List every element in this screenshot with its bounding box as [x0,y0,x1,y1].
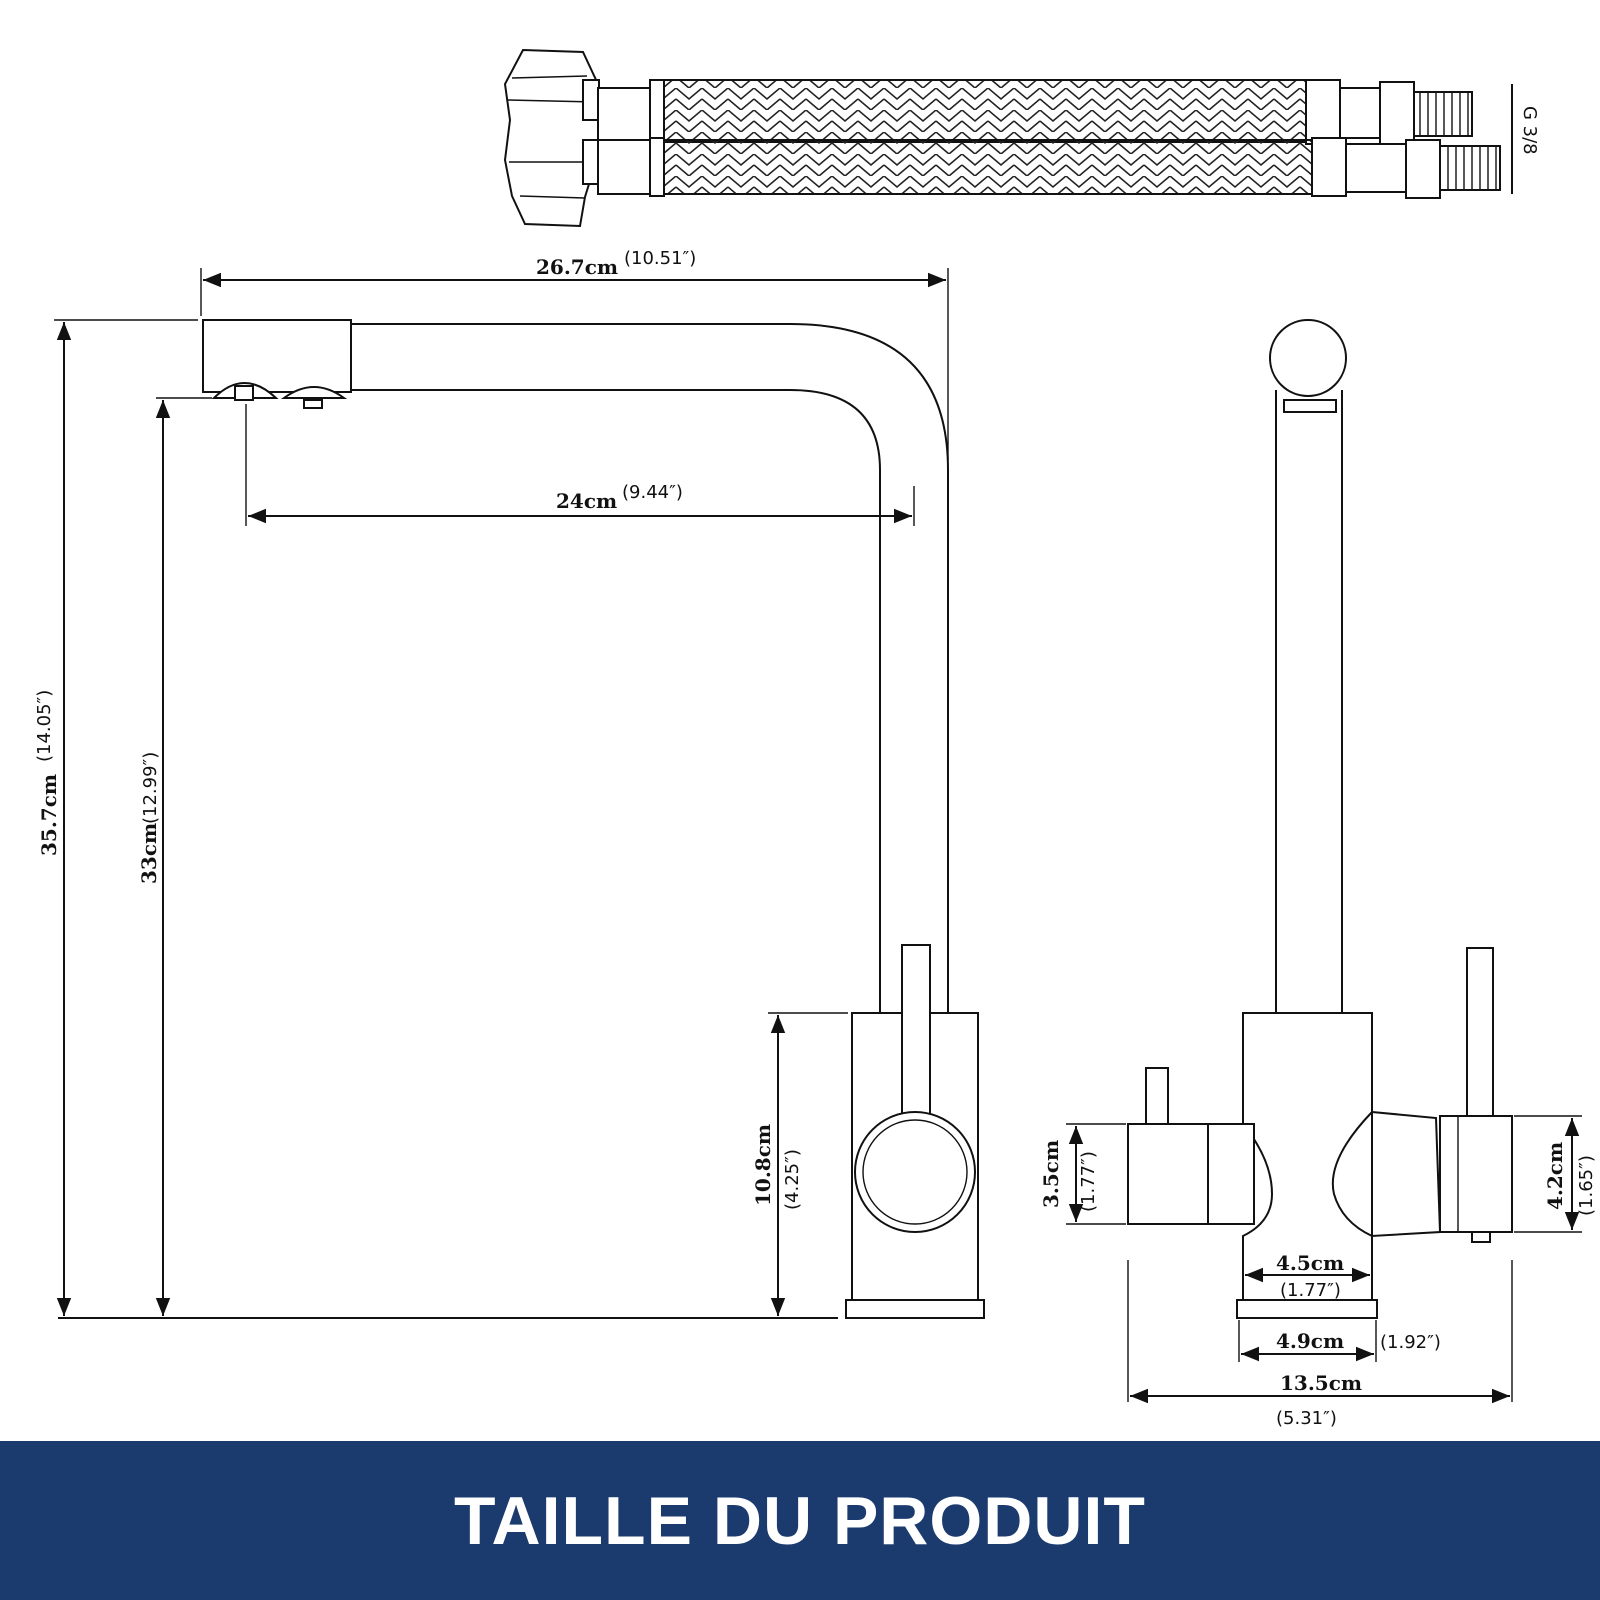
spout-reach-in: (9.44″) [622,482,683,503]
product-size-banner: TAILLE DU PRODUIT [0,1441,1600,1600]
faucet-body-front [1242,1012,1373,1301]
spout-outer-curve [351,323,949,1013]
faucet-dimension-drawing: G 3/8 26.7cm (10.51″) 24cm (9.44″ [34,48,1597,1429]
left-valve-stem [1145,1067,1169,1125]
left-valve-height-cm: 3.5cm [1039,1140,1063,1208]
front-view-dimensions: 3.5cm (1.77″) 4.2cm (1.65″) 4.5cm (1.77″… [1039,1115,1597,1429]
body-height-cm: 10.8cm [751,1124,775,1206]
base-width-in: (1.92″) [1380,1332,1441,1353]
lever-handle-side [901,944,931,1116]
hose-hex-nut [503,48,602,228]
clearance-height-cm: 33cm [137,823,161,884]
supply-hoses: G 3/8 [503,48,1540,228]
clearance-height-in: (12.99″) [140,752,161,824]
hose-lower [597,137,1501,199]
overall-width-in: (5.31″) [1276,1408,1337,1429]
banner-title: TAILLE DU PRODUIT [454,1482,1146,1559]
aerator-outlet-2 [280,386,348,399]
spout-length-in: (10.51″) [624,248,696,269]
body-width-in: (1.77″) [1280,1280,1341,1301]
spout-reach-cm: 24cm [556,489,617,513]
base-width-cm: 4.9cm [1276,1329,1344,1353]
hose-upper [597,79,1473,145]
overall-width-cm: 13.5cm [1280,1371,1362,1395]
right-valve-housing [1439,1115,1513,1233]
body-width-cm: 4.5cm [1276,1251,1344,1275]
spout-length-cm: 26.7cm [536,255,618,279]
base-plate-front [1236,1299,1378,1319]
total-height-in: (14.05″) [34,690,55,762]
right-lever-handle [1466,947,1494,1117]
valve-knob-side [854,1111,976,1233]
base-plate-side [845,1299,985,1319]
left-valve-height-in: (1.77″) [1078,1151,1099,1212]
left-valve-housing [1127,1123,1209,1225]
faucet-side-view [58,319,985,1319]
right-valve-height-in: (1.65″) [1576,1155,1597,1216]
spout-inner-curve [351,389,881,1013]
body-height-in: (4.25″) [782,1149,803,1210]
spout-head-front [1269,319,1347,397]
spout-head [202,319,352,393]
faucet-front-view [1127,319,1513,1319]
total-height-cm: 35.7cm [37,774,61,856]
thread-size-label: G 3/8 [1519,106,1540,155]
right-valve-height-cm: 4.2cm [1543,1142,1567,1210]
side-view-dimensions: 26.7cm (10.51″) 24cm (9.44″) 35.7cm (14.… [34,248,949,1316]
